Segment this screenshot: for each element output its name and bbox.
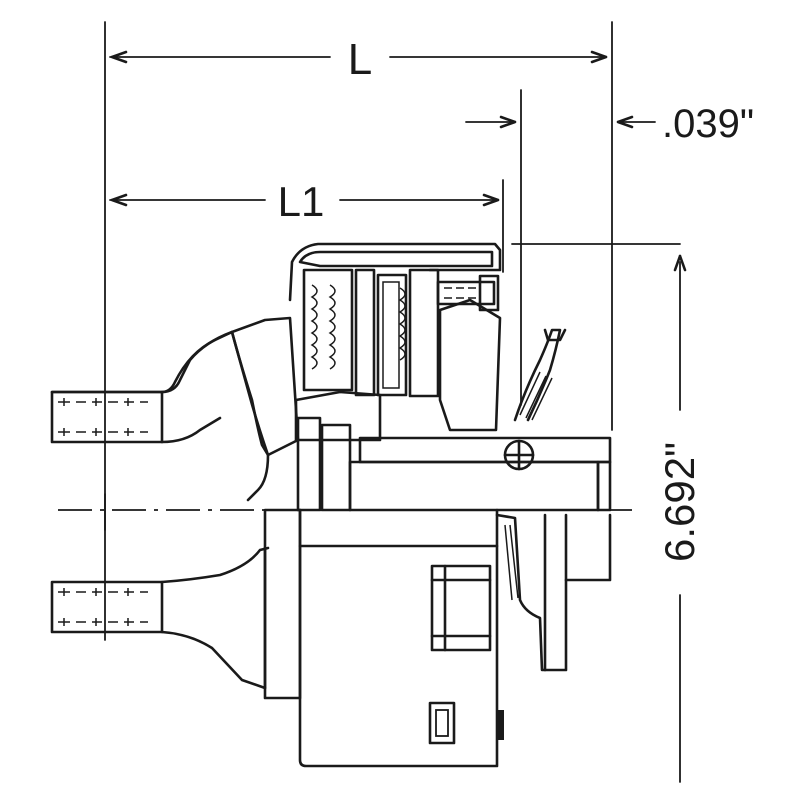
- yoke: [50, 316, 300, 690]
- clutch-housing: [288, 242, 612, 512]
- dimension-l1-label: L1: [278, 178, 325, 225]
- dimension-diameter: 6.692": [511, 243, 703, 783]
- arrowhead-right-icon: [590, 50, 608, 64]
- dimension-l1: L1: [109, 178, 504, 273]
- dimension-clearance: .039": [465, 89, 754, 406]
- dimension-l: L: [104, 21, 613, 641]
- dimension-diameter-label: 6.692": [656, 442, 703, 562]
- bolt-icon: [436, 274, 500, 312]
- dimension-l-label: L: [348, 35, 372, 84]
- grease-fitting-icon: [503, 439, 535, 471]
- arrowhead-left-icon: [110, 50, 128, 64]
- arrowhead-up-icon: [673, 254, 687, 272]
- clutch-housing-lower: [263, 508, 612, 768]
- arrowhead-right-icon: [482, 193, 500, 207]
- arrowhead-left-icon: [110, 193, 128, 207]
- dimension-clearance-label: .039": [662, 102, 754, 146]
- arrowhead-right-icon: [499, 115, 517, 129]
- arrowhead-left-icon: [616, 115, 634, 129]
